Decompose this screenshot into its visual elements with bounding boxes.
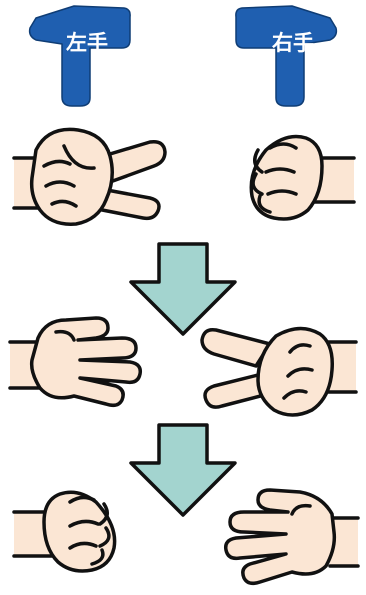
right-hand-paper-icon	[226, 490, 358, 583]
right-hand-pointer-icon	[236, 6, 337, 106]
left-hand-paper-icon	[10, 318, 140, 405]
right-hand-rock-icon	[251, 137, 354, 220]
down-arrow-icon-1	[131, 244, 235, 334]
left-hand-label: 左手	[66, 33, 108, 54]
left-hand-scissors-icon	[14, 129, 165, 224]
left-hand-rock-icon	[14, 492, 115, 571]
right-hand-label: 右手	[272, 33, 314, 54]
down-arrow-icon-2	[131, 425, 235, 515]
right-hand-scissors-icon	[202, 328, 356, 415]
left-hand-pointer-icon	[30, 6, 131, 106]
